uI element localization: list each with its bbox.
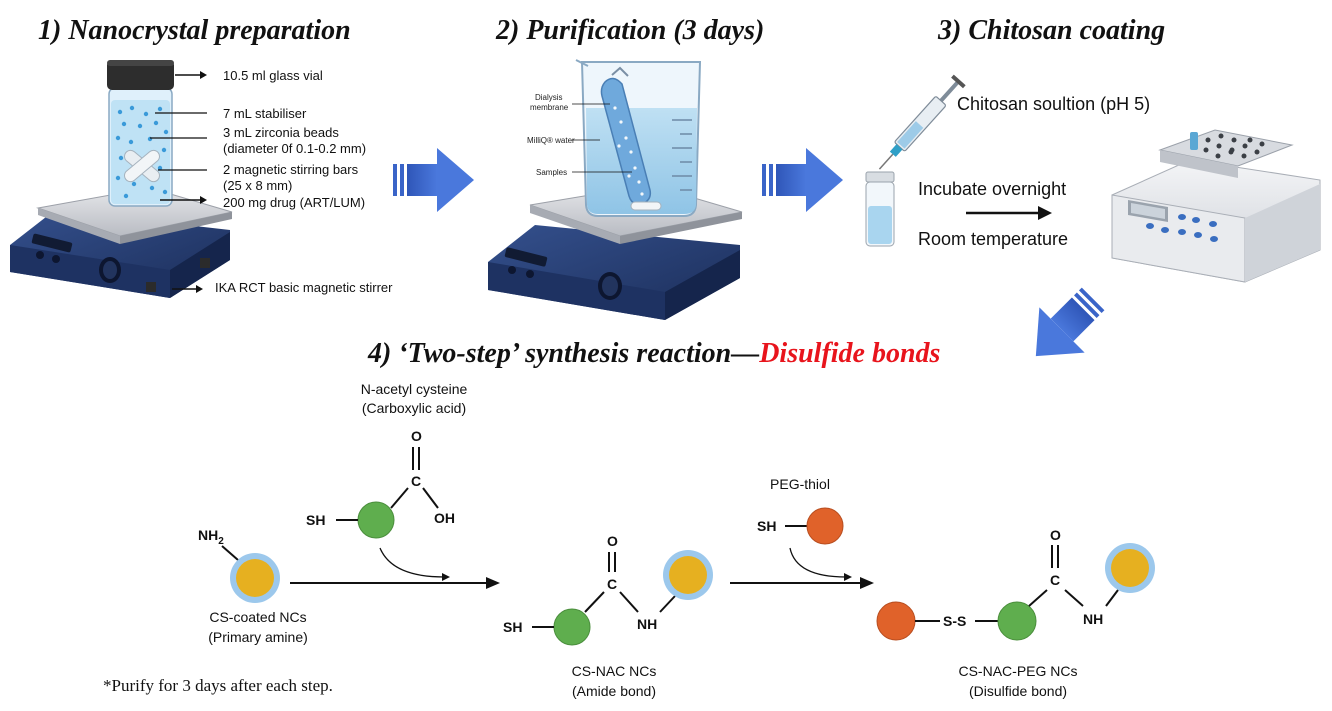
cs-atom-nh2-sub: 2: [218, 536, 224, 547]
peg-atom-sh: SH: [757, 518, 776, 534]
label-cs-name: CS-coated NCs: [209, 609, 306, 625]
csnac-green-sphere: [553, 608, 591, 646]
label-peg-name: PEG-thiol: [770, 476, 830, 492]
final-atom-nh: NH: [1083, 611, 1103, 627]
label-samples: Samples: [536, 168, 567, 177]
label-membrane-1: Dialysis: [535, 93, 563, 102]
label-final-sub: (Disulfide bond): [969, 683, 1067, 699]
nac-molecule: O C OH SH: [306, 428, 455, 539]
csnac-atom-nh: NH: [637, 616, 657, 632]
nac-curved-arrow: [379, 547, 445, 578]
label-membrane-2: membrane: [530, 103, 569, 112]
glass-vial: [107, 60, 174, 207]
label-water: MilliQ® water: [527, 136, 575, 145]
cs-nac-molecule: O C NH SH: [503, 533, 713, 646]
label-beads-2: (diameter 0f 0.1-0.2 mm): [223, 141, 366, 156]
nac-green-sphere: [357, 501, 395, 539]
beaker: [575, 59, 702, 217]
step3-title: 3) Chitosan coating: [937, 15, 1165, 46]
label-final-name: CS-NAC-PEG NCs: [958, 663, 1077, 679]
label-beads-1: 3 mL zirconia beads: [223, 125, 339, 140]
step4-title-highlight: Disulfide bonds: [758, 338, 940, 369]
csnac-atom-c: C: [607, 576, 617, 592]
cs-atom-nh2: NH2: [198, 527, 224, 547]
final-orange-sphere: [876, 601, 916, 641]
small-vial-icon: [865, 171, 895, 247]
footnote: *Purify for 3 days after each step.: [103, 676, 333, 695]
step4-title: 4) ‘Two-step’ synthesis reaction—Disulfi…: [367, 338, 941, 369]
process-arrow-2-icon: [762, 148, 843, 212]
label-room-temp: Room temperature: [918, 229, 1068, 249]
label-bars-1: 2 magnetic stirring bars: [223, 162, 359, 177]
csnac-atom-sh: SH: [503, 619, 522, 635]
final-atom-o: O: [1050, 527, 1061, 543]
syringe-icon: [878, 74, 966, 170]
step1-title: 1) Nanocrystal preparation: [38, 15, 351, 46]
peg-thiol-molecule: SH: [757, 507, 844, 545]
incubate-arrowhead: [1038, 206, 1052, 220]
label-cs-sub: (Primary amine): [208, 629, 308, 645]
label-chitosan: Chitosan soultion (pH 5): [957, 94, 1150, 114]
nac-atom-oh: OH: [434, 510, 455, 526]
cs-coated-nc: [230, 553, 280, 603]
reaction-arrowhead-2: [860, 577, 874, 589]
final-nc-core: [1111, 549, 1149, 587]
label-stabiliser: 7 mL stabiliser: [223, 106, 307, 121]
label-bars-2: (25 x 8 mm): [223, 178, 292, 193]
label-vial: 10.5 ml glass vial: [223, 68, 323, 83]
reaction-arrowhead-1: [486, 577, 500, 589]
cs-nac-peg-molecule: S-S C O NH: [876, 527, 1155, 641]
step2-callouts: [572, 103, 632, 173]
label-incubate: Incubate overnight: [918, 179, 1066, 199]
process-arrow-1-icon: [393, 148, 474, 212]
csnac-nc-core: [669, 556, 707, 594]
cs-bond: [221, 545, 239, 561]
label-nac-name: N-acetyl cysteine: [361, 381, 468, 397]
step1-callouts: [150, 71, 207, 293]
label-stirrer: IKA RCT basic magnetic stirrer: [215, 280, 393, 295]
process-arrow-3-icon: [1035, 287, 1105, 357]
nac-atom-c: C: [411, 473, 421, 489]
step2-title: 2) Purification (3 days): [495, 15, 764, 46]
nac-atom-o: O: [411, 428, 422, 444]
csnac-atom-o: O: [607, 533, 618, 549]
nac-atom-sh: SH: [306, 512, 325, 528]
peg-curved-arrow: [789, 547, 847, 578]
step4-title-prefix: 4) ‘Two-step’ synthesis reaction—: [367, 338, 759, 369]
label-nac-sub: (Carboxylic acid): [362, 400, 466, 416]
cs-atom-nh2-main: NH: [198, 527, 218, 543]
final-green-sphere: [997, 601, 1037, 641]
final-atom-c: C: [1050, 572, 1060, 588]
label-csnac-name: CS-NAC NCs: [572, 663, 657, 679]
label-drug: 200 mg drug (ART/LUM): [223, 195, 365, 210]
peg-orange-sphere: [806, 507, 844, 545]
label-csnac-sub: (Amide bond): [572, 683, 656, 699]
final-atom-ss: S-S: [943, 613, 966, 629]
magnetic-stirrer-2: [488, 184, 743, 320]
thermo-incubator-icon: [1111, 129, 1321, 283]
